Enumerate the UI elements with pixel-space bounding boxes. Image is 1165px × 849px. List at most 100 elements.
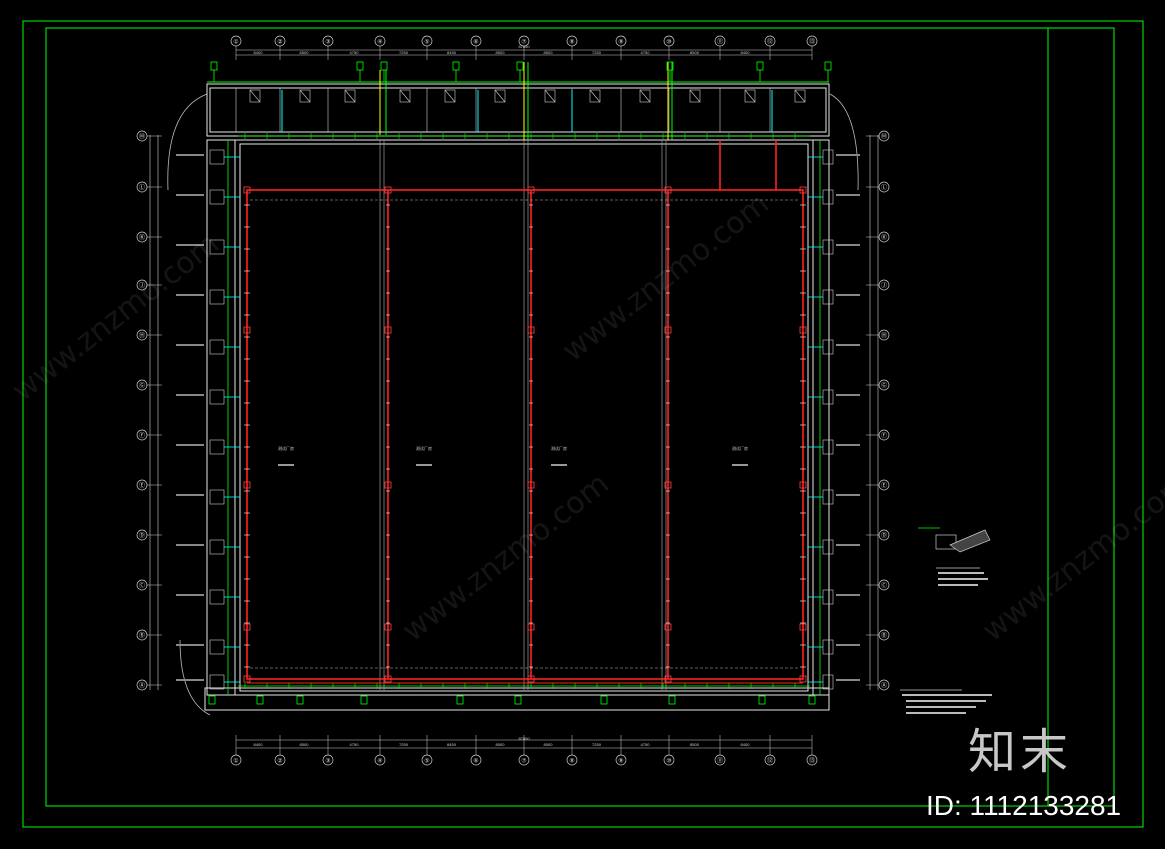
annotation-line (836, 154, 860, 156)
dimension-label: 8450 (447, 742, 457, 747)
grid-label: Ⓓ (139, 532, 145, 540)
side-fixture (209, 339, 225, 355)
riser-box (756, 61, 764, 71)
pipe-node (799, 326, 807, 334)
grid-label: Ⓑ (881, 632, 887, 640)
grid-label: ⑥ (473, 758, 478, 765)
grid-label: Ⓓ (881, 532, 887, 540)
grid-label: Ⓕ (139, 432, 145, 440)
side-fixture (209, 674, 225, 690)
riser-box (356, 61, 364, 71)
grid-label: ⑦ (521, 758, 526, 765)
total-dimension: 87850 (518, 44, 530, 49)
riser-box (296, 695, 304, 705)
hall-label: 测试厂房 (278, 445, 294, 451)
outer-frame (22, 20, 1144, 828)
side-fixture (822, 339, 834, 355)
annotation-line (836, 644, 860, 646)
grid-label: ② (277, 39, 282, 46)
side-fixture (209, 189, 225, 205)
inner-frame (45, 27, 1115, 807)
equipment-box (399, 89, 411, 103)
annotation-line (836, 194, 860, 196)
grid-label: Ⓙ (881, 282, 887, 290)
grid-label: ① (233, 758, 238, 765)
side-fixture (822, 539, 834, 555)
riser-box (256, 695, 264, 705)
equipment-box (344, 89, 356, 103)
equipment-box (639, 89, 651, 103)
riser-box (516, 61, 524, 71)
annotation-line (176, 679, 204, 681)
grid-label: ⑩ (666, 39, 671, 46)
pipe-node (799, 623, 807, 631)
equipment-cross (544, 89, 556, 103)
pipe-node (664, 623, 672, 631)
equipment-box (689, 89, 701, 103)
side-fixture (209, 289, 225, 305)
pipe-node (527, 481, 535, 489)
annotation-line (176, 644, 204, 646)
bottom-dimensions (236, 739, 812, 749)
side-fixture (822, 639, 834, 655)
dimension-label: 8400 (741, 50, 751, 55)
hall-sublabel (416, 464, 432, 466)
pipe-node (799, 186, 807, 194)
annotation-line (836, 594, 860, 596)
hall-labels: 测试厂房测试厂房测试厂房测试厂房 (278, 445, 748, 466)
riser-box (360, 695, 368, 705)
grid-label: ⑧ (569, 758, 574, 765)
annotation-line (176, 154, 204, 156)
grid-label: ⑪ (717, 757, 723, 765)
annotation-line (836, 544, 860, 546)
grid-label: Ⓛ (881, 184, 887, 192)
riser-box (668, 695, 676, 705)
equipment-box (494, 89, 506, 103)
dimension-label: 8500 (690, 742, 700, 747)
riser-box (824, 61, 832, 71)
pipe-node (384, 186, 392, 194)
annotation-line (176, 544, 204, 546)
total-dimension: 87850 (518, 736, 530, 741)
equipment-box (794, 89, 806, 103)
grid-label: ③ (325, 39, 330, 46)
grid-label: Ⓔ (881, 482, 887, 490)
side-fixture (209, 489, 225, 505)
pipe-node (243, 675, 251, 683)
grid-label: ⑪ (717, 38, 723, 46)
annotation-line (836, 494, 860, 496)
pipe-node (384, 623, 392, 631)
annotation-line (836, 244, 860, 246)
equipment-cross (444, 89, 456, 103)
equipment-cross (494, 89, 506, 103)
equipment-cross (299, 89, 311, 103)
pipe-node (243, 326, 251, 334)
side-fixture (209, 539, 225, 555)
equipment-cross (639, 89, 651, 103)
annotation-line (836, 344, 860, 346)
grid-label: ④ (377, 758, 382, 765)
pipe-node (664, 326, 672, 334)
grid-label: ⑤ (424, 39, 429, 46)
equipment-box (249, 89, 261, 103)
annotation-line (176, 394, 204, 396)
grid-label: Ⓐ (881, 682, 887, 690)
side-fixture (209, 389, 225, 405)
dimension-label: 8500 (544, 50, 554, 55)
pipe-node (243, 481, 251, 489)
riser-box (456, 695, 464, 705)
pipe-nodes (243, 186, 807, 683)
pipe-node (664, 675, 672, 683)
dimension-label: 8400 (741, 742, 751, 747)
hall-label: 测试厂房 (416, 445, 432, 451)
grid-label: Ⓗ (881, 332, 887, 340)
grid-label: Ⓜ (881, 133, 887, 141)
grid-label: ⑩ (666, 758, 671, 765)
annotation-line (176, 494, 204, 496)
hall-sublabel (551, 464, 567, 466)
grid-label: ⑤ (424, 758, 429, 765)
side-fixtures (176, 149, 860, 690)
column-lines (379, 140, 667, 690)
